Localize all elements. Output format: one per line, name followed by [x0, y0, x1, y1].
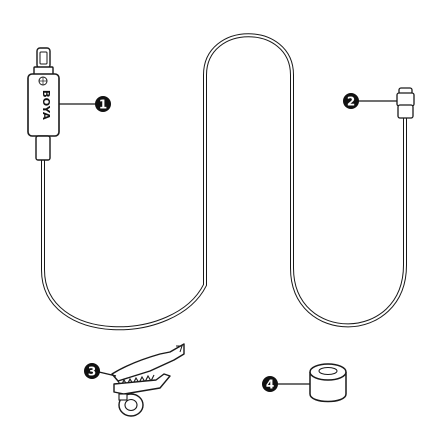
- tie-clip: [111, 343, 185, 417]
- callout-1: 1: [59, 96, 111, 112]
- callout-badge: [84, 363, 100, 379]
- usb-c-body: BOYA: [27, 73, 60, 161]
- callout-badge: [343, 93, 359, 109]
- brand-label: BOYA: [40, 90, 51, 120]
- microphone-head: [396, 87, 415, 119]
- cable: [41, 33, 407, 331]
- callout-badge: [262, 376, 278, 392]
- callout-4: 4: [262, 376, 310, 392]
- callout-number: 1: [99, 98, 107, 112]
- callout-3: 3: [84, 363, 117, 379]
- callout-number: 4: [266, 378, 274, 392]
- callout-badge: [95, 96, 111, 112]
- strain-relief: [35, 135, 51, 161]
- callout-2: 2: [343, 93, 397, 109]
- foam-windscreen: [309, 363, 347, 403]
- callout-number: 3: [88, 365, 96, 379]
- callout-number: 2: [347, 95, 355, 109]
- usb-c-connector: [33, 47, 54, 76]
